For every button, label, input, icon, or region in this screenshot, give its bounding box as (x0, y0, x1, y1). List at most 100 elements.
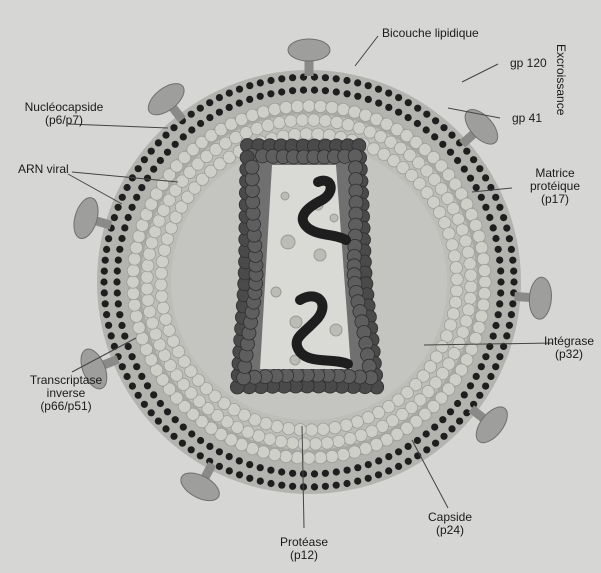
lipid-dot (257, 478, 264, 485)
lipid-dot (118, 322, 125, 329)
lipid-dot (125, 214, 132, 221)
lipid-dot (322, 483, 329, 490)
lipid-dot (135, 392, 142, 399)
lipid-dot (157, 400, 164, 407)
lipid-dot (492, 194, 499, 201)
capsid-bead (127, 264, 139, 276)
capsid-bead (326, 101, 338, 113)
capsid-bead (329, 422, 341, 434)
lipid-dot (155, 139, 162, 146)
lipid-dot (344, 467, 351, 474)
capsid-bead (269, 448, 281, 460)
capsid-bead (478, 287, 490, 299)
lipid-dot (180, 424, 187, 431)
lipid-dot (144, 175, 151, 182)
capsid-bead (446, 239, 458, 251)
capsid-bead (280, 101, 292, 113)
lipid-dot (267, 77, 274, 84)
lipid-dot (423, 446, 430, 453)
capsid-bead (130, 242, 142, 254)
capsid-bead (127, 287, 139, 299)
capsid-bead (143, 248, 155, 260)
lipid-dot (236, 457, 243, 464)
lipid-dot (473, 373, 480, 380)
lipid-dot (333, 468, 340, 475)
enzyme-sphere (314, 249, 326, 261)
lipid-dot (431, 424, 438, 431)
lipid-dot (365, 96, 372, 103)
lipid-dot (495, 311, 502, 318)
capsid-bead (257, 106, 269, 118)
lipid-dot (503, 332, 510, 339)
capsid-bead (460, 315, 472, 327)
lipid-dot (164, 149, 171, 156)
lipid-dot (133, 363, 140, 370)
capsid-bead (473, 230, 485, 242)
capsid-bead (271, 420, 283, 432)
capsid-bead (326, 450, 338, 462)
lipid-dot (216, 463, 223, 470)
lipid-dot (311, 470, 318, 477)
lipid-dot (365, 82, 372, 89)
lipid-dot (492, 363, 499, 370)
lipid-dot (150, 166, 157, 173)
lipid-dot (448, 132, 455, 139)
lipid-dot (188, 126, 195, 133)
capsid-bead (298, 438, 310, 450)
capsid-bead (157, 302, 169, 314)
lipid-dot (197, 452, 204, 459)
lipid-dot (119, 363, 126, 370)
lipid-dot (206, 114, 213, 121)
capsid-bead (260, 417, 272, 429)
lipid-dot (490, 333, 497, 340)
lipid-dot (385, 104, 392, 111)
lipid-dot (119, 194, 126, 201)
lipid-dot (164, 408, 171, 415)
lipid-dot (506, 322, 513, 329)
lipid-dot (108, 332, 115, 339)
lipid-dot (311, 87, 318, 94)
capsid-bead (156, 255, 168, 267)
lipid-dot (311, 483, 318, 490)
capsid-bead (348, 106, 360, 118)
lipid-dot (344, 90, 351, 97)
capsid-bead (465, 281, 477, 293)
lipid-dot (257, 93, 264, 100)
capsid-bead (462, 246, 474, 258)
lipid-dot (172, 141, 179, 148)
lipid-dot (333, 482, 340, 489)
lipid-dot (111, 214, 118, 221)
label-matrice-proteique: Matrice protéique (p17) (520, 167, 590, 206)
capsid-bead (473, 321, 485, 333)
lipid-dot (375, 457, 382, 464)
capsid-bead (146, 237, 158, 249)
capsid-bead (340, 419, 352, 431)
capsid-bead (285, 115, 297, 127)
lipid-dot (172, 416, 179, 423)
lipid-dot (448, 425, 455, 432)
capsid-bead (269, 103, 281, 115)
capsid-bead (337, 103, 349, 115)
capsid-bead (331, 116, 343, 128)
lipid-dot (405, 458, 412, 465)
lipid-dot (102, 257, 109, 264)
lipid-dot (439, 416, 446, 423)
capsid-bead (447, 308, 459, 320)
lipid-dot (496, 353, 503, 360)
lipid-dot (226, 453, 233, 460)
lipid-dot (197, 120, 204, 127)
capsid-bead (155, 267, 167, 279)
lipid-dot (105, 322, 112, 329)
lipid-dot (495, 246, 502, 253)
capsid-bead (141, 283, 153, 295)
lipid-dot (179, 440, 186, 447)
lipid-dot (503, 225, 510, 232)
lipid-dot (114, 289, 121, 296)
enzyme-sphere (290, 316, 302, 328)
lipid-dot (482, 174, 489, 181)
lipid-dot (188, 111, 195, 118)
lipid-dot (267, 90, 274, 97)
lipid-dot (102, 300, 109, 307)
lipid-dot (267, 467, 274, 474)
